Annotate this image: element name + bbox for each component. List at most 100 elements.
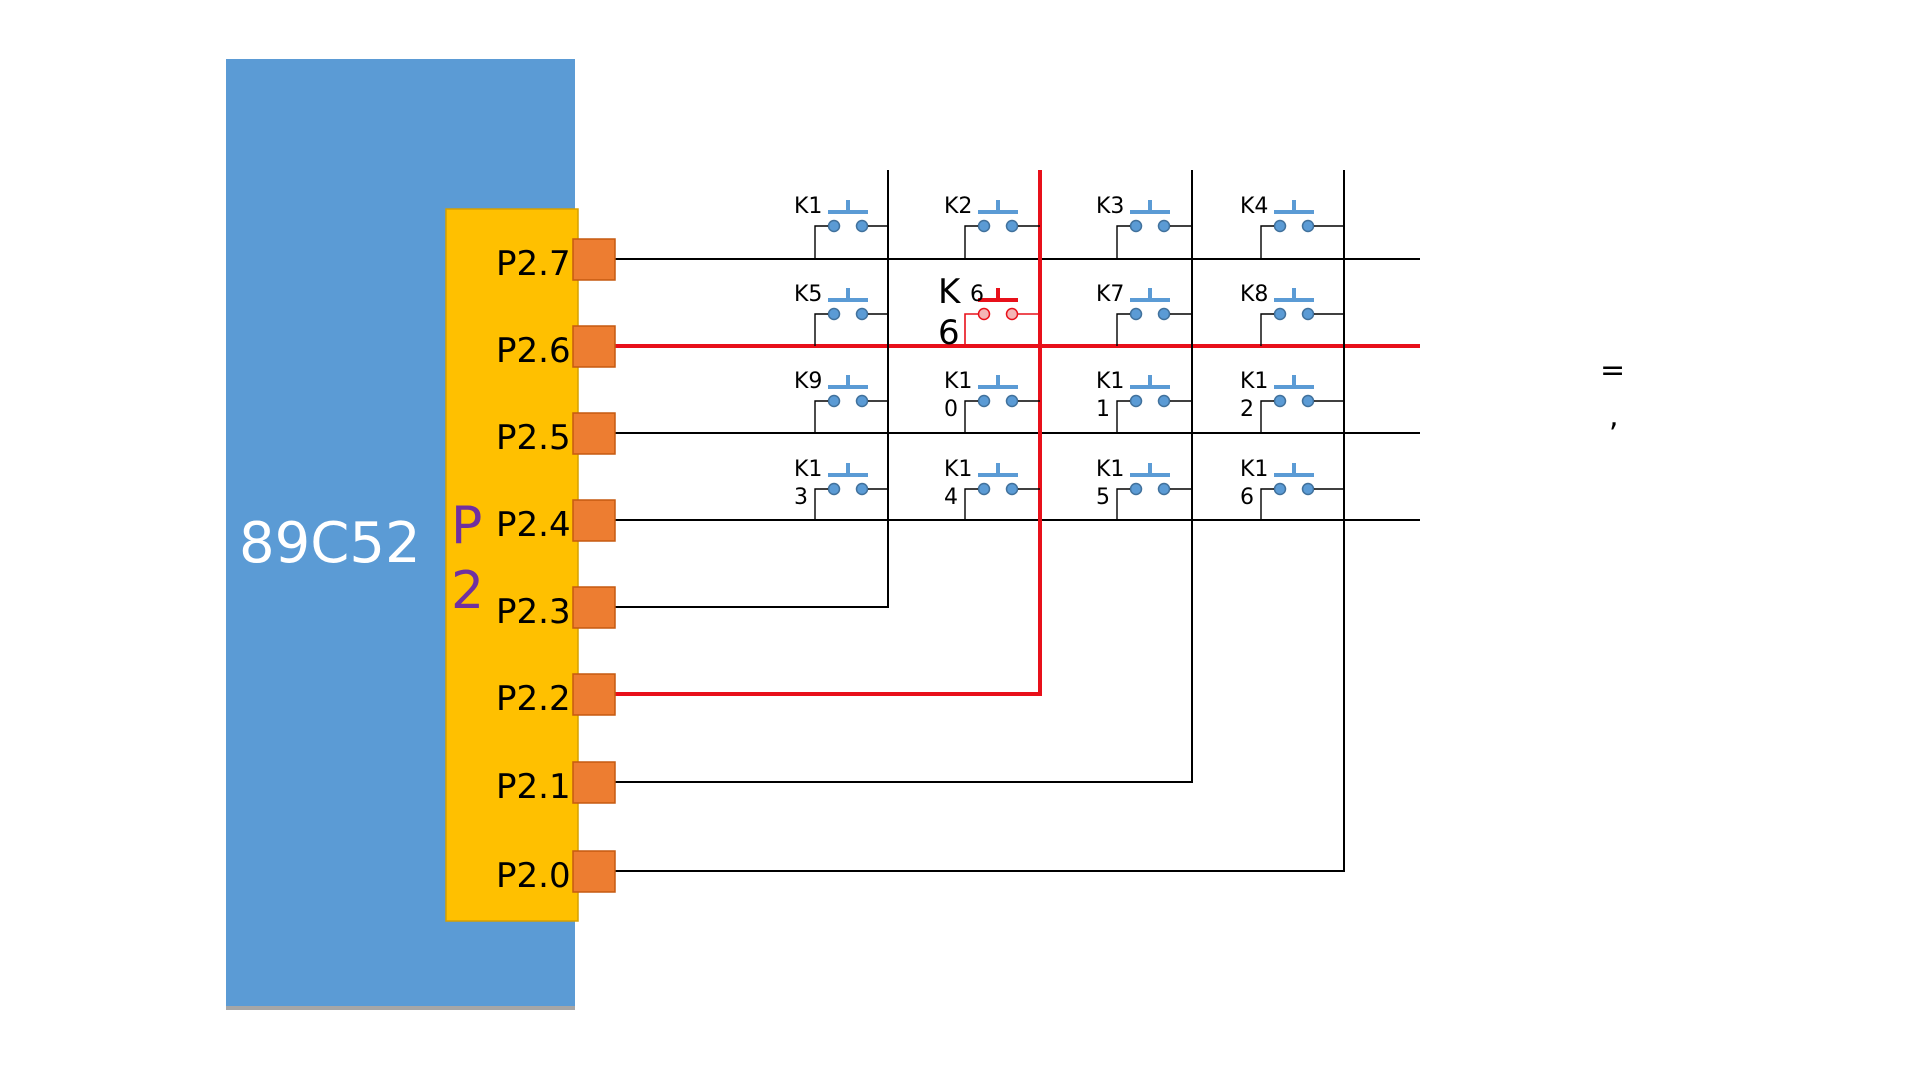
key-switch-k12: K12 bbox=[1240, 369, 1344, 433]
key-switch-k14: K14 bbox=[944, 457, 1040, 520]
key-label-k5: K5 bbox=[794, 282, 822, 307]
switch-contact-left bbox=[977, 394, 991, 408]
side-note-line1: = bbox=[1600, 353, 1625, 388]
switch-contact-right bbox=[1157, 482, 1171, 496]
switch-contact-left bbox=[827, 394, 841, 408]
key-label-k14-line2: 4 bbox=[944, 485, 958, 510]
switch-contact-right bbox=[855, 307, 869, 321]
key-label-k15-line1: K1 bbox=[1096, 457, 1124, 482]
key-switch-k4: K4 bbox=[1240, 194, 1344, 259]
key-switch-k3: K3 bbox=[1096, 194, 1192, 259]
column-wire-P2-1 bbox=[600, 170, 1193, 783]
key-switch-k2: K2 bbox=[944, 194, 1040, 259]
column-wire-P2-0 bbox=[600, 170, 1345, 872]
switch-contact-right bbox=[1157, 307, 1171, 321]
key-switch-k1: K1 bbox=[794, 194, 888, 259]
switch-contact-right bbox=[1301, 219, 1315, 233]
switch-contact-right bbox=[1005, 482, 1019, 496]
key-switch-k5: K5 bbox=[794, 282, 888, 346]
switch-contact-left bbox=[1129, 482, 1143, 496]
key-label-k13-line1: K1 bbox=[794, 457, 822, 482]
switch-contact-right bbox=[1157, 219, 1171, 233]
pin-label-P2-4: P2.4 bbox=[496, 505, 571, 545]
pressed-key-overlay-line1: K bbox=[938, 272, 962, 312]
column-wire-P2-2 bbox=[600, 170, 1042, 696]
switch-contact-right bbox=[855, 219, 869, 233]
switch-contact-left bbox=[1273, 307, 1287, 321]
pressed-key-overlay-line2: 6 bbox=[938, 313, 960, 353]
key-label-k12-line1: K1 bbox=[1240, 369, 1268, 394]
side-note-line2: , bbox=[1609, 399, 1619, 434]
switch-lead-row bbox=[1260, 488, 1274, 520]
key-label-k10-line1: K1 bbox=[944, 369, 972, 394]
switch-lead-row bbox=[964, 225, 978, 259]
matrix-wires bbox=[600, 170, 1420, 872]
switch-lead-row bbox=[1260, 313, 1274, 346]
pin-label-P2-6: P2.6 bbox=[496, 331, 571, 371]
switch-lead-row bbox=[1260, 225, 1274, 259]
switch-contact-right bbox=[1005, 219, 1019, 233]
switch-lead-row bbox=[1260, 400, 1274, 433]
pin-label-P2-7: P2.7 bbox=[496, 244, 571, 284]
key-label-k10-line2: 0 bbox=[944, 397, 958, 422]
pin-pad-P2-6 bbox=[572, 325, 616, 368]
key-label-k8: K8 bbox=[1240, 282, 1268, 307]
mcu-chip-label: 89C52 bbox=[239, 511, 421, 576]
switch-contact-right bbox=[855, 482, 869, 496]
switch-contact-right bbox=[855, 394, 869, 408]
key-switch-k8: K8 bbox=[1240, 282, 1344, 346]
key-label-k13-line2: 3 bbox=[794, 485, 808, 510]
pin-pad-P2-3 bbox=[572, 586, 616, 629]
key-label-k3: K3 bbox=[1096, 194, 1124, 219]
pin-pad-P2-2 bbox=[572, 673, 616, 716]
key-switch-k7: K7 bbox=[1096, 282, 1192, 346]
key-label-k4: K4 bbox=[1240, 194, 1268, 219]
switch-contact-left bbox=[827, 307, 841, 321]
key-switch-k6: 6 bbox=[964, 282, 1040, 346]
switch-contact-left bbox=[1273, 482, 1287, 496]
key-label-k2: K2 bbox=[944, 194, 972, 219]
switch-lead-row bbox=[814, 225, 828, 259]
switch-lead-row bbox=[1116, 225, 1130, 259]
switch-lead-row bbox=[814, 313, 828, 346]
key-label-k16-line2: 6 bbox=[1240, 485, 1254, 510]
switch-contact-left bbox=[977, 219, 991, 233]
pin-pad-P2-1 bbox=[572, 761, 616, 804]
key-label-k12-line2: 2 bbox=[1240, 397, 1254, 422]
pin-label-P2-2: P2.2 bbox=[496, 679, 571, 719]
key-label-k14-line1: K1 bbox=[944, 457, 972, 482]
key-switch-k16: K16 bbox=[1240, 457, 1344, 520]
switch-contact-right bbox=[1157, 394, 1171, 408]
switch-contact-right bbox=[1301, 482, 1315, 496]
pin-label-P2-1: P2.1 bbox=[496, 767, 571, 807]
switch-contact-left bbox=[1129, 394, 1143, 408]
key-label-k11-line2: 1 bbox=[1096, 397, 1110, 422]
key-label-k15-line2: 5 bbox=[1096, 485, 1110, 510]
pin-pad-P2-4 bbox=[572, 499, 616, 542]
switch-lead-row bbox=[964, 488, 978, 520]
key-label-k9: K9 bbox=[794, 369, 822, 394]
pin-pad-P2-5 bbox=[572, 412, 616, 455]
port-label-letter: P bbox=[451, 496, 482, 556]
key-switch-k15: K15 bbox=[1096, 457, 1192, 520]
pin-label-P2-5: P2.5 bbox=[496, 418, 571, 458]
key-switch-k10: K10 bbox=[944, 369, 1040, 433]
key-switch-k11: K11 bbox=[1096, 369, 1192, 433]
switch-contact-left bbox=[1273, 219, 1287, 233]
key-label-k1: K1 bbox=[794, 194, 822, 219]
switch-contact-right bbox=[1301, 307, 1315, 321]
switch-contact-right bbox=[1005, 307, 1019, 321]
switch-lead-row bbox=[1116, 400, 1130, 433]
switch-lead-row bbox=[964, 313, 978, 346]
switch-contact-left bbox=[1129, 307, 1143, 321]
key-label-k6-small: 6 bbox=[970, 282, 984, 307]
switch-contact-left bbox=[827, 219, 841, 233]
switch-lead-row bbox=[964, 400, 978, 433]
switch-contact-left bbox=[977, 307, 991, 321]
switch-contact-left bbox=[1129, 219, 1143, 233]
key-label-k7: K7 bbox=[1096, 282, 1124, 307]
key-label-k11-line1: K1 bbox=[1096, 369, 1124, 394]
key-switch-k13: K13 bbox=[794, 457, 888, 520]
